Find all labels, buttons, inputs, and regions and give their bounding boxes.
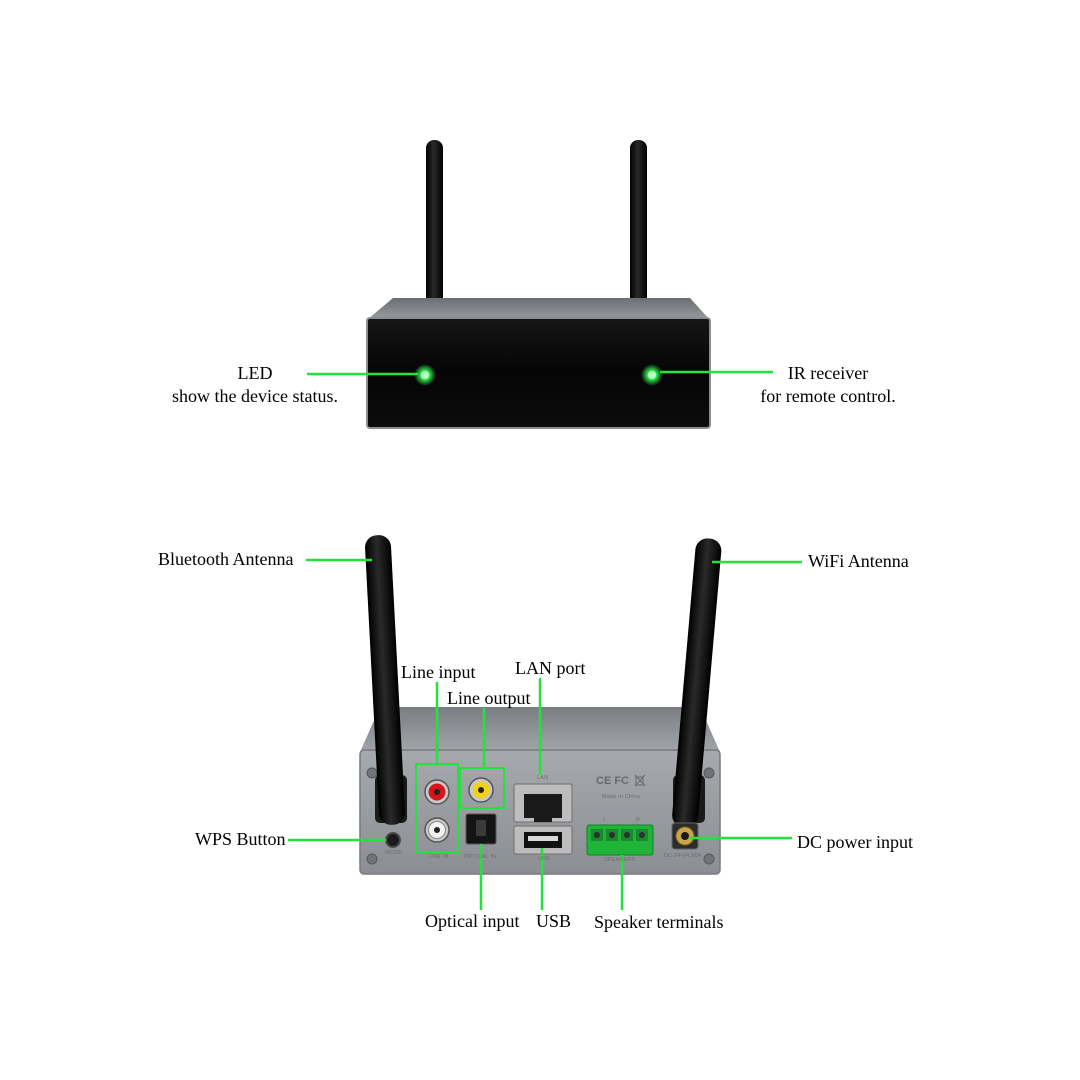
- front-antenna-left: [426, 140, 443, 305]
- bluetooth-antenna-label: Bluetooth Antenna: [158, 549, 294, 569]
- panel-usb-print: USB: [538, 856, 550, 862]
- ir-label: IR receiver for remote control.: [738, 362, 918, 408]
- led-label-desc: show the device status.: [172, 386, 338, 406]
- ir-label-desc: for remote control.: [760, 386, 896, 406]
- wps-button-label: WPS Button: [195, 829, 286, 849]
- usb-label: USB: [536, 911, 572, 931]
- panel-line-in-print: LINE IN: [428, 854, 449, 860]
- front-top-lid: [367, 298, 710, 320]
- led-label-title: LED: [237, 363, 273, 383]
- optical-input-label: Optical input: [425, 911, 520, 931]
- panel-speakers-print: SPEAKERS: [604, 857, 636, 863]
- bluetooth-antenna: [365, 535, 405, 825]
- led-label: LED show the device status.: [155, 362, 355, 408]
- panel-cert-marks: CE FC: [596, 775, 629, 787]
- panel-lan-print: LAN: [537, 775, 549, 781]
- dc-power-input-label: DC power input: [797, 832, 913, 852]
- wifi-antenna-label: WiFi Antenna: [808, 551, 909, 571]
- panel-speaker-l-print: L: [603, 817, 607, 823]
- panel-dc-rating-print: DC 24V/4.96A: [664, 853, 702, 859]
- line-input-label: Line input: [401, 662, 476, 682]
- lan-port: [524, 794, 562, 822]
- lan-port-label: LAN port: [515, 658, 586, 678]
- panel-optical-in-print: OPTICAL IN: [464, 854, 497, 860]
- panel-made-in-print: Made in China: [602, 794, 641, 800]
- line-out-highlight-box: [459, 767, 505, 809]
- panel-speaker-r-print: R: [636, 817, 641, 823]
- speaker-terminals-label: Speaker terminals: [594, 912, 724, 932]
- panel-mode-print: MODE: [385, 850, 403, 856]
- front-device: [366, 140, 711, 429]
- ir-label-title: IR receiver: [787, 363, 869, 383]
- wifi-antenna: [672, 538, 722, 828]
- rear-leader-lines: [288, 558, 802, 910]
- rear-device: [359, 535, 722, 875]
- wps-button[interactable]: [385, 832, 401, 848]
- front-antenna-right: [630, 140, 647, 305]
- weee-bin-icon: [634, 774, 646, 787]
- line-output-label: Line output: [447, 688, 531, 708]
